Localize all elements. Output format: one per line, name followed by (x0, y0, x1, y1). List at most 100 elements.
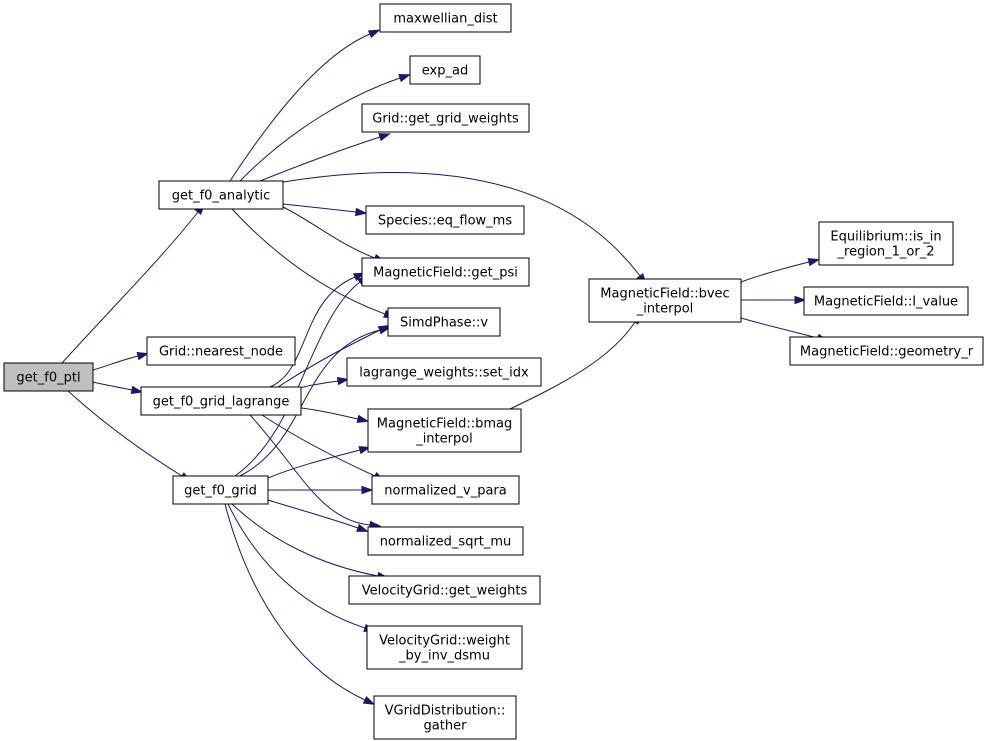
edge-line (269, 276, 356, 388)
node-box (588, 278, 742, 323)
node-get_f0_grid[interactable]: get_f0_grid (172, 475, 269, 505)
edge-get_f0_grid_lagrange-to-normalized_sqrt_mu (249, 414, 382, 530)
edge-get_f0_grid_lagrange-to-lagrange_set_idx (294, 376, 350, 390)
node-label: MagneticField::bvec (600, 287, 729, 302)
edge-line (231, 208, 386, 315)
edge-arrowhead (362, 695, 376, 705)
edge-line (282, 203, 357, 213)
node-box (803, 286, 969, 316)
call-nodes: get_f0_ptl get_f0_analyticGrid::nearest_n… (3, 3, 984, 740)
node-box (409, 55, 481, 85)
node-mf_get_psi[interactable]: MagneticField::get_psi (361, 257, 530, 287)
node-vgrid_get_weights[interactable]: VelocityGrid::get_weights (348, 575, 541, 605)
edge-arrowhead (356, 414, 370, 423)
edge-line (231, 503, 379, 577)
node-label: SimdPhase::v (400, 316, 488, 331)
edge-arrowhead (807, 258, 821, 267)
edge-get_f0_analytic-to-grid_get_grid_weights (259, 133, 391, 182)
node-box (140, 386, 302, 416)
edge-arrowhead (336, 376, 350, 386)
edge-get_f0_grid-to-vgrid_get_weights (231, 503, 390, 581)
node-label: MagneticField::bmag (377, 417, 512, 432)
node-vgrid_weight_by_inv_dsmu[interactable]: VelocityGrid::weight_by_inv_dsmu (366, 625, 523, 670)
node-box (3, 362, 94, 392)
node-exp_ad[interactable]: exp_ad (409, 55, 481, 85)
node-label: Species::eq_flow_ms (378, 214, 512, 229)
node-label: exp_ad (422, 64, 468, 79)
edge-get_f0_grid-to-vgrid_weight_by_inv_dsmu (227, 503, 376, 632)
node-box (158, 180, 284, 210)
edge-get_f0_grid_lagrange-to-mf_bmag_interpol (300, 407, 370, 423)
edge-get_f0_grid-to-vgd_gather (224, 503, 376, 705)
node-label: Grid::get_grid_weights (372, 112, 519, 127)
node-get_f0_grid_lagrange[interactable]: get_f0_grid_lagrange (140, 386, 302, 416)
node-mf_bmag_interpol[interactable]: MagneticField::bmag_interpol (367, 408, 522, 453)
edge-get_f0_grid-to-simdphase_v (239, 326, 392, 477)
node-label: get_f0_grid_lagrange (153, 395, 290, 410)
edge-get_f0_analytic-to-species_eq_flow_ms (282, 203, 368, 217)
node-grid_get_grid_weights[interactable]: Grid::get_grid_weights (361, 103, 530, 133)
node-box (172, 475, 269, 505)
edge-arrowhead (378, 326, 392, 335)
edge-line (282, 206, 376, 259)
node-get_f0_analytic[interactable]: get_f0_analytic (158, 180, 284, 210)
edge-line (92, 381, 133, 391)
edge-arrowhead (130, 385, 144, 395)
edge-arrowhead (355, 207, 368, 217)
node-box (371, 475, 520, 505)
node-label: lagrange_weights::set_idx (359, 366, 529, 381)
edge-line (67, 390, 183, 477)
node-normalized_v_para[interactable]: normalized_v_para (371, 475, 520, 505)
node-box (387, 307, 501, 337)
edge-line (740, 317, 819, 339)
node-label: normalized_v_para (384, 484, 506, 499)
node-box (361, 257, 530, 287)
node-box (348, 575, 541, 605)
edge-arrowhead (398, 74, 411, 83)
node-label: gather (424, 719, 468, 734)
node-get_f0_ptl[interactable]: get_f0_ptl (3, 362, 94, 392)
node-box (346, 357, 542, 387)
node-mf_geometry_r[interactable]: MagneticField::geometry_r (789, 336, 984, 366)
node-label: get_f0_grid (184, 484, 257, 499)
edge-line (277, 329, 381, 388)
edge-arrowhead (361, 485, 374, 495)
node-label: _interpol (415, 432, 473, 447)
node-normalized_sqrt_mu[interactable]: normalized_sqrt_mu (367, 526, 524, 556)
node-label: maxwellian_dist (393, 12, 497, 27)
node-species_eq_flow_ms[interactable]: Species::eq_flow_ms (365, 205, 525, 235)
edge-line (234, 281, 361, 477)
node-box (367, 408, 522, 453)
edge-line (267, 499, 359, 529)
node-label: Grid::nearest_node (159, 345, 283, 360)
node-label: VelocityGrid::get_weights (362, 584, 528, 599)
edge-arrowhead (356, 523, 369, 532)
node-vgd_gather[interactable]: VGridDistribution::gather (373, 695, 517, 740)
edge-get_f0_grid-to-mf_bmag_interpol (267, 446, 372, 479)
node-lagrange_set_idx[interactable]: lagrange_weights::set_idx (346, 357, 542, 387)
node-box (373, 695, 517, 740)
node-maxwellian_dist[interactable]: maxwellian_dist (379, 3, 512, 33)
node-mf_bvec_interpol[interactable]: MagneticField::bvec_interpol (588, 278, 742, 323)
node-label: MagneticField::get_psi (373, 266, 518, 281)
node-label: VGridDistribution:: (385, 704, 506, 719)
edge-line (267, 449, 361, 479)
node-box (365, 205, 525, 235)
edge-line (509, 321, 636, 410)
node-mf_i_value[interactable]: MagneticField::I_value (803, 286, 969, 316)
edge-mf_bvec_interpol-to-mf_i_value (740, 295, 807, 305)
node-label: MagneticField::geometry_r (800, 345, 974, 360)
edge-line (92, 355, 139, 371)
node-simdphase_v[interactable]: SimdPhase::v (387, 307, 501, 337)
edge-get_f0_grid-to-normalized_sqrt_mu (267, 499, 369, 532)
node-label: get_f0_analytic (172, 189, 271, 204)
node-eq_is_in_region[interactable]: Equilibrium::is_in_region_1_or_2 (818, 221, 954, 266)
edge-line (261, 414, 376, 477)
node-box (789, 336, 984, 366)
node-label: normalized_sqrt_mu (380, 535, 512, 550)
node-box (366, 625, 523, 670)
edge-line (229, 33, 371, 182)
node-label: _by_inv_dsmu (398, 649, 490, 664)
node-box (818, 221, 954, 266)
node-grid_nearest_node[interactable]: Grid::nearest_node (146, 336, 296, 366)
